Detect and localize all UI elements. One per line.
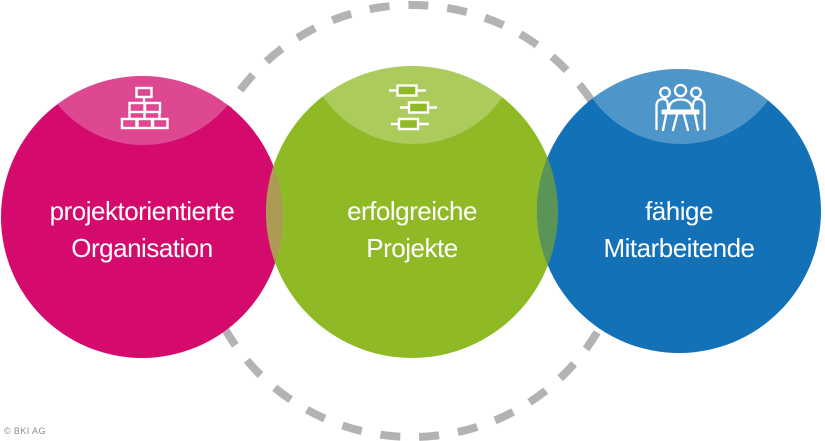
gantt-chart-icon: [389, 84, 437, 131]
cap-organisation: [33, 76, 253, 145]
meeting-icon: [655, 83, 706, 132]
cap-mitarbeitende: [572, 69, 790, 144]
circle-top-highlights: [33, 66, 790, 145]
cap-projekte: [304, 66, 522, 144]
circle-projekte: [266, 66, 558, 358]
circle-mitarbeitende: [537, 69, 821, 353]
org-chart-icon: [120, 86, 169, 130]
copyright-notice: © BKI AG: [4, 426, 46, 436]
circle-organisation: [1, 76, 283, 358]
